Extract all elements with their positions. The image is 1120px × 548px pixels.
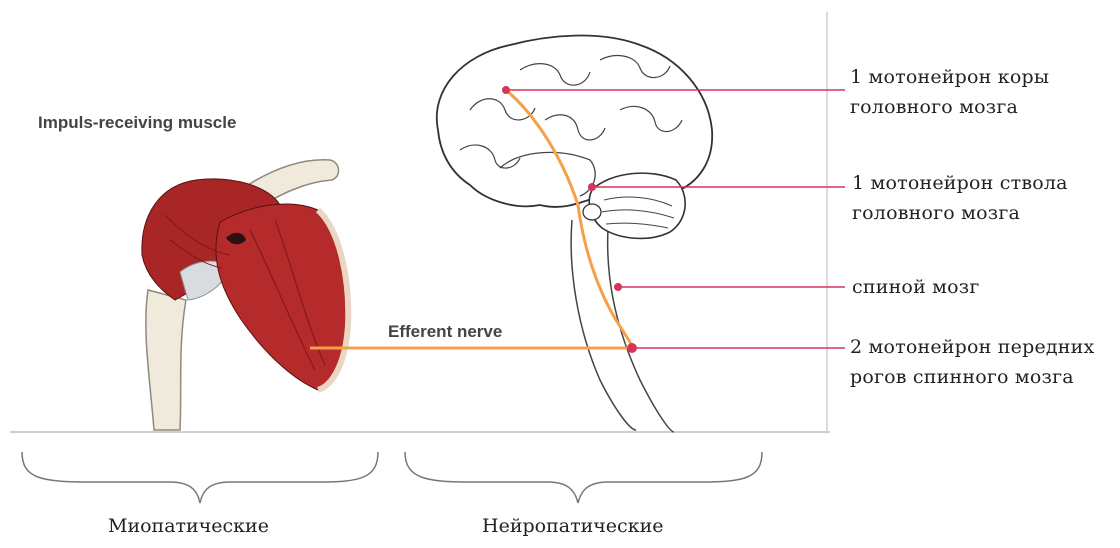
- brain-illustration: [437, 36, 712, 432]
- myopathic-label: Миопатические: [108, 515, 269, 537]
- spinal-cord-label: спиной мозг: [852, 272, 980, 302]
- nerve-label: Efferent nerve: [388, 322, 502, 342]
- brainstem-neuron-label-line1: 1 мотонейрон ствола: [852, 168, 1068, 198]
- anterior-horn-neuron-label-line1: 2 мотонейрон передних: [850, 332, 1094, 362]
- neuron-dot-anterior-horn: [627, 343, 637, 353]
- shoulder-muscle-illustration: [142, 160, 348, 430]
- neuropathic-brace: [405, 452, 762, 503]
- brainstem-neuron-label: 1 мотонейрон ствола головного мозга: [852, 168, 1068, 228]
- neuropathic-label: Нейропатические: [482, 515, 663, 537]
- neuron-dot-cortex: [502, 86, 510, 94]
- cortex-neuron-label: 1 мотонейрон коры головного мозга: [850, 62, 1049, 122]
- anterior-horn-neuron-label-line2: рогов спинного мозга: [850, 362, 1094, 392]
- cortex-neuron-label-line1: 1 мотонейрон коры: [850, 62, 1049, 92]
- myopathic-brace: [22, 452, 378, 503]
- neuron-dot-brainstem: [588, 183, 596, 191]
- muscle-label: Impuls-receiving muscle: [38, 113, 236, 133]
- spinal-cord-label-line1: спиной мозг: [852, 272, 980, 302]
- cortex-neuron-label-line2: головного мозга: [850, 92, 1049, 122]
- neuron-dot-spinal-cord: [614, 283, 622, 291]
- anterior-horn-neuron-label: 2 мотонейрон передних рогов спинного моз…: [850, 332, 1094, 392]
- brainstem-neuron-label-line2: головного мозга: [852, 198, 1068, 228]
